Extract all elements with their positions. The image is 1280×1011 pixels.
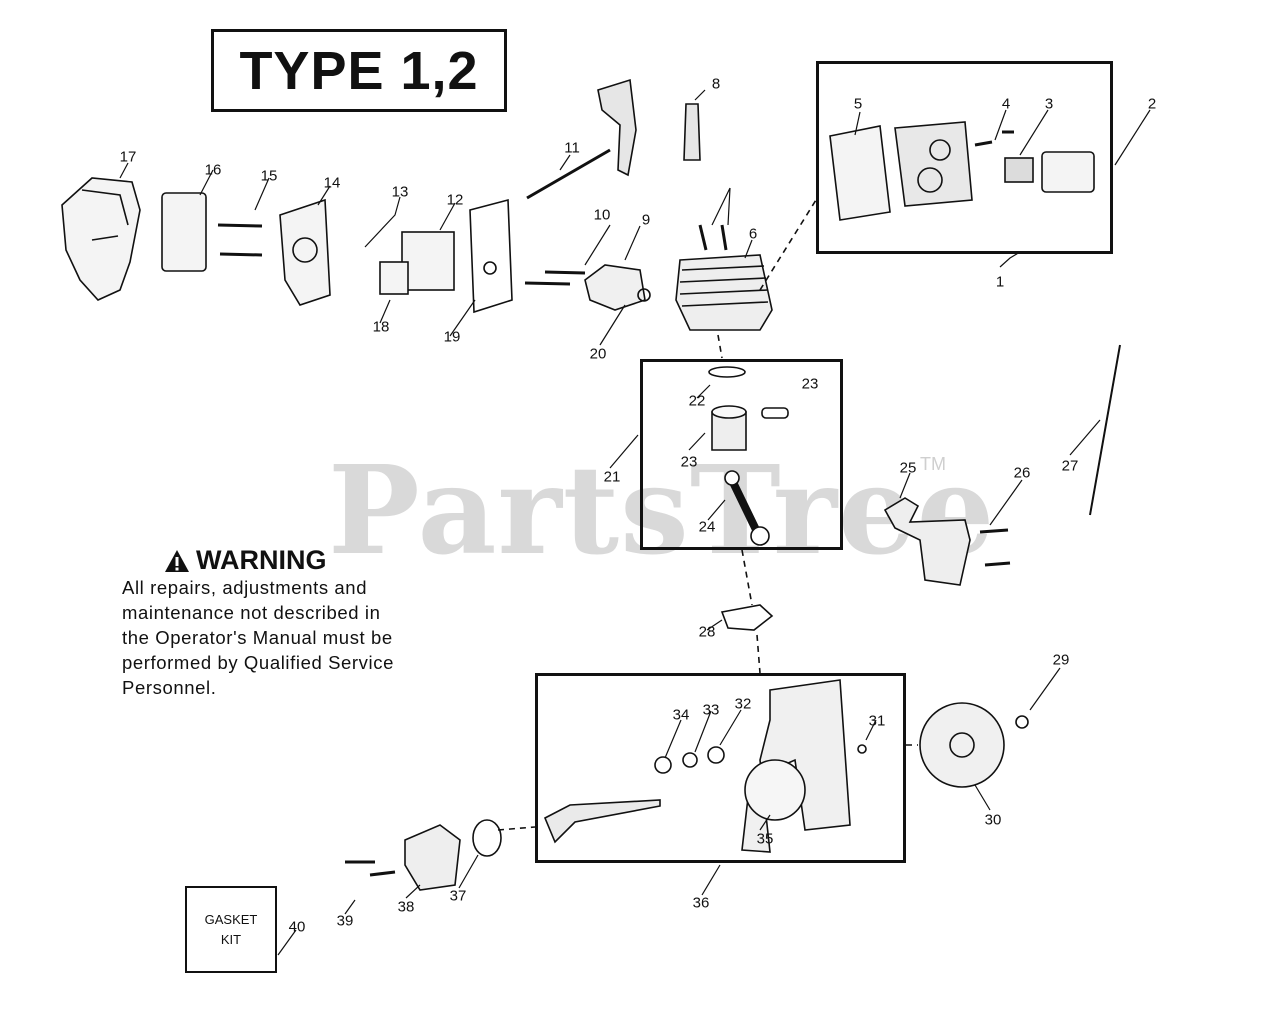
part-16-filter-shape [161,192,207,272]
callout-23a: 23 [801,375,819,393]
callout-3: 3 [1044,95,1054,113]
part-9-intake-shape [584,264,646,311]
callout-17: 17 [119,148,137,166]
gasket-kit-box: GASKET KIT [185,886,277,973]
part-23-pin-shape [761,407,789,419]
warning-triangle-icon [165,549,189,572]
callout-5: 5 [853,95,863,113]
warning-block: WARNING All repairs, adjustments and mai… [122,545,452,700]
callout-24: 24 [698,518,716,536]
watermark-text: PartsTree [328,438,996,582]
callout-26: 26 [1013,464,1031,482]
part-22-ring-shape [708,366,746,378]
warning-line: maintenance not described in [122,602,381,623]
callout-2: 2 [1147,95,1157,113]
part-5-gasket-shape [829,125,891,221]
part-37-oring-shape [472,819,502,857]
assembly-box-1 [816,61,1113,254]
callout-10: 10 [593,206,611,224]
callout-34: 34 [672,706,690,724]
callout-12: 12 [446,191,464,209]
callout-37: 37 [449,887,467,905]
callout-20: 20 [589,345,607,363]
part-11-rod [526,148,611,200]
gasket-kit-line2: KIT [220,931,242,947]
part-8-sparkplug-shape [683,103,701,161]
callout-9: 9 [641,211,651,229]
part-26-screws [979,528,1011,567]
callout-14: 14 [323,174,341,192]
part-32-seal-shape [707,746,725,764]
part-19-gasket-shape [469,198,513,314]
assembly-box-36 [535,673,906,863]
part-30-flywheel-shape [919,702,1005,788]
part-3-screen-shape [1004,157,1034,183]
type-label-box: TYPE 1,2 [211,29,507,112]
part-29-washer-shape [1015,715,1029,729]
callout-22: 22 [688,392,706,410]
callout-15: 15 [260,167,278,185]
callout-32: 32 [734,695,752,713]
callout-13: 13 [391,183,409,201]
callout-18: 18 [372,318,390,336]
callout-35: 35 [756,830,774,848]
part-17-detail [81,189,129,241]
throttle-lever-shape [597,78,637,177]
callout-19: 19 [443,328,461,346]
part-10-screws [524,270,586,286]
part-31-ring-shape [857,744,867,754]
callout-40: 40 [288,918,306,936]
callout-29: 29 [1052,651,1070,669]
crankshaft-shape [543,799,661,844]
part-28-gasket-shape [720,604,774,631]
part-14-housing-shape [279,198,331,306]
warning-body: All repairs, adjustments and maintenance… [122,575,452,700]
watermark-trademark: TM [920,454,946,474]
callout-30: 30 [984,811,1002,829]
callout-11: 11 [564,139,580,157]
warning-title: WARNING [196,545,327,575]
muffler-shape [894,121,973,207]
part-2-cover-shape [1041,151,1095,193]
callout-8: 8 [711,75,721,93]
warning-line: All repairs, adjustments and [122,577,368,598]
part-15-screws [217,223,263,257]
callout-4: 4 [1001,95,1011,113]
part-38-housing-shape [404,824,461,891]
part-34-seal-shape [654,756,672,774]
callout-6: 6 [748,225,758,243]
callout-1: 1 [995,273,1005,291]
callout-16: 16 [204,161,222,179]
callout-28: 28 [698,623,716,641]
part-12-carburetor-shape [401,231,455,291]
warning-line: the Operator's Manual must be [122,627,393,648]
warning-line: Personnel. [122,677,217,698]
callout-21: 21 [603,468,621,486]
part-25-ignition-shape [883,497,971,586]
part-39-screws [345,860,396,877]
callout-38: 38 [397,898,415,916]
callout-33: 33 [702,701,720,719]
callout-39: 39 [336,912,354,930]
part-33-bearing-shape [682,752,698,768]
warning-line: performed by Qualified Service [122,652,394,673]
gasket-kit-line1: GASKET [204,911,258,927]
callout-25: 25 [899,459,917,477]
callout-27: 27 [1061,457,1079,475]
callout-36: 36 [692,894,710,912]
callout-23b: 23 [680,453,698,471]
part-27-wire [1089,344,1121,516]
type-label: TYPE 1,2 [239,40,479,101]
assembly-box-21 [640,359,843,550]
callout-31: 31 [868,712,886,730]
